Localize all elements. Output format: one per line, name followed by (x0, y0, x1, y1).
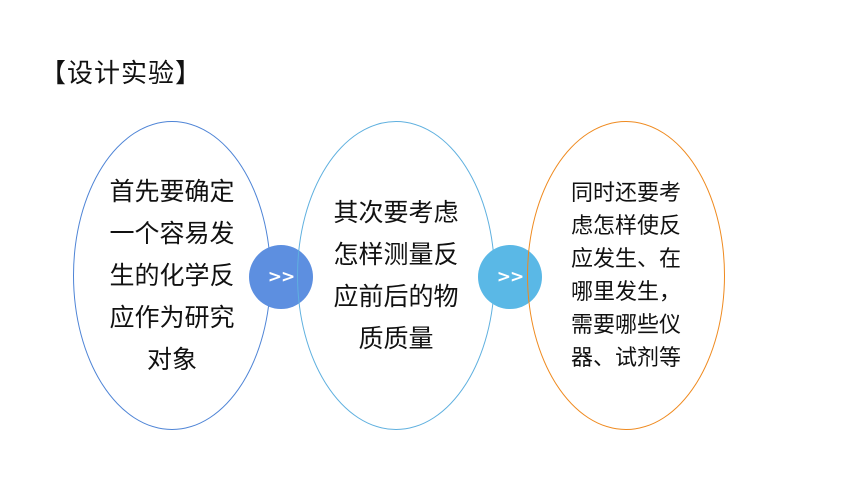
step-2-text: 其次要考虑怎样测量反应前后的物质质量 (333, 197, 459, 353)
step-3-text: 同时还要考虑怎样使反应发生、在哪里发生，需要哪些仪器、试剂等 (570, 180, 681, 371)
section-title: 【设计实验】 (40, 59, 203, 89)
step-2-ellipse: 其次要考虑怎样测量反应前后的物质质量 (297, 121, 495, 430)
step-1-text: 首先要确定一个容易发生的化学反应作为研究对象 (109, 176, 235, 374)
step-3-ellipse: 同时还要考虑怎样使反应发生、在哪里发生，需要哪些仪器、试剂等 (527, 121, 725, 430)
step-1-ellipse: 首先要确定一个容易发生的化学反应作为研究对象 (73, 121, 271, 430)
